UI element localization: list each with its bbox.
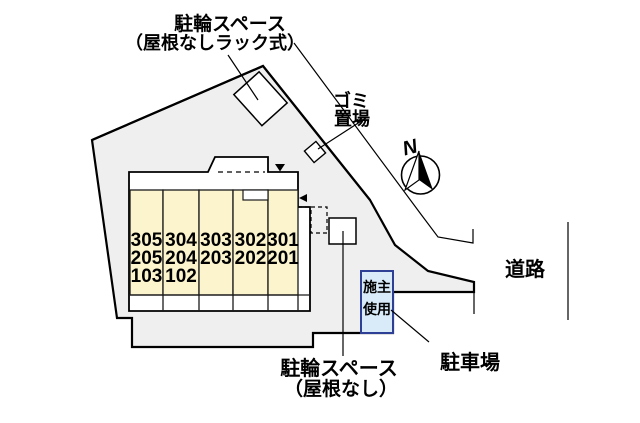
dashed-connector xyxy=(298,206,328,234)
left-arrow-marker xyxy=(299,194,307,202)
unit-cell xyxy=(198,189,234,296)
site-boundary-overdraw xyxy=(91,64,371,201)
unit-cell xyxy=(232,189,269,296)
owner-use-label-line1: 施主 xyxy=(363,279,391,295)
bike-noroof-label-line2: （屋根なし） xyxy=(284,377,398,400)
room-number: 302 xyxy=(235,230,267,251)
road-edge-line xyxy=(293,42,474,244)
compass-needle-east xyxy=(419,151,433,190)
room-number: 304 xyxy=(165,230,197,251)
room-number: 103 xyxy=(131,266,163,287)
owner-parking-space xyxy=(360,270,394,334)
parking-label: 駐車場 xyxy=(440,350,500,374)
bike-noroof-label-line1: 駐輪スペース xyxy=(280,356,398,380)
room-number: 303 xyxy=(200,230,232,251)
stair-notch xyxy=(242,189,269,201)
room-number: 203 xyxy=(200,248,232,269)
compass: N xyxy=(400,135,441,195)
parking-leader-line xyxy=(390,309,430,343)
room-number: 202 xyxy=(235,248,267,269)
unit-cells xyxy=(129,189,299,296)
north-label: N xyxy=(400,135,420,160)
garbage-label-line1: ゴミ xyxy=(333,90,369,111)
unit-cell xyxy=(267,189,299,296)
bike-rack-label-line2: （屋根なしラック式） xyxy=(125,32,305,53)
garbage-leader-line xyxy=(317,117,367,150)
room-number: 201 xyxy=(267,248,299,269)
bike-rack-label-line1: 駐輪スペース xyxy=(174,12,286,35)
bike-rack-leader-line xyxy=(227,54,259,101)
room-number: 305 xyxy=(131,230,163,251)
building-bottom-strip xyxy=(129,294,310,311)
room-number: 301 xyxy=(267,230,299,251)
garbage-label-line2: 置場 xyxy=(334,109,370,129)
room-number: 102 xyxy=(165,266,197,287)
owner-use-label-line2: 使用 xyxy=(362,301,391,317)
room-number: 205 xyxy=(131,248,163,269)
road-label: 道路 xyxy=(505,257,546,281)
down-arrow-marker xyxy=(275,164,285,172)
room-number: 204 xyxy=(165,248,197,269)
